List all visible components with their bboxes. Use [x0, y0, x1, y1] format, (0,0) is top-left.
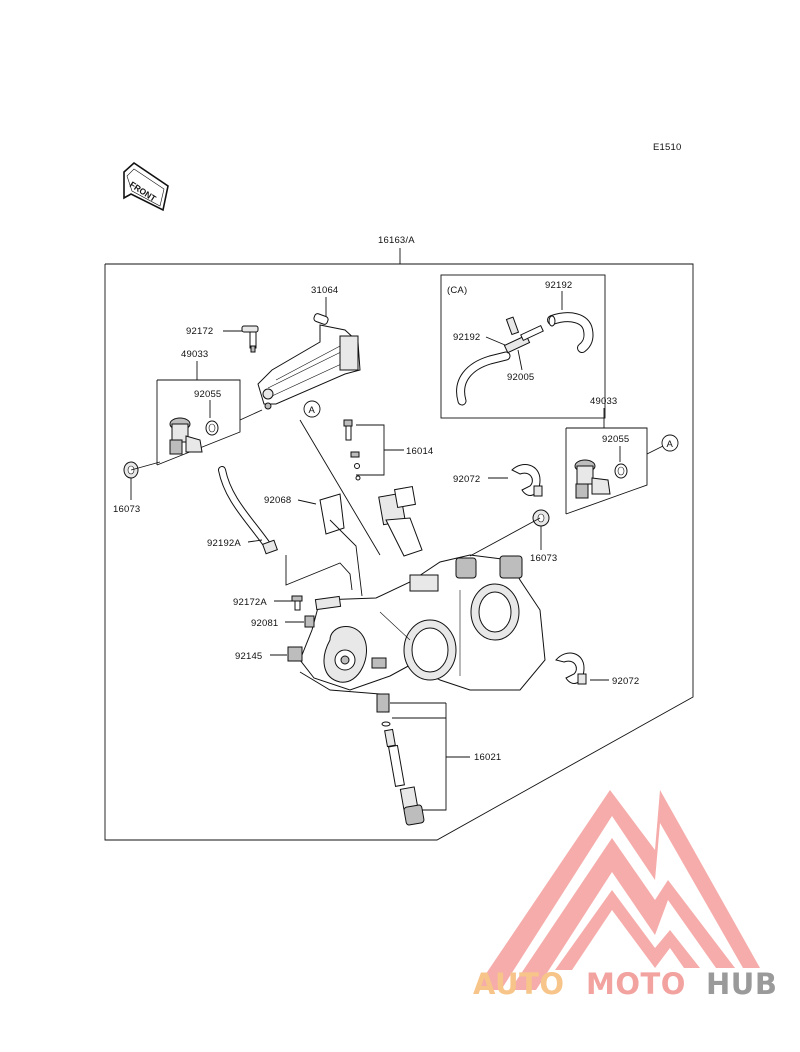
assembly-frame — [104, 263, 694, 841]
svg-text:92068: 92068 — [264, 495, 291, 506]
logo-g-mark — [555, 890, 700, 970]
throttle-body — [299, 554, 546, 691]
brand-word-moto: MOTO — [586, 967, 686, 1001]
screw-16014 — [343, 419, 353, 441]
svg-text:A: A — [667, 439, 674, 450]
svg-text:92192A: 92192A — [207, 538, 241, 549]
inset-label: (CA) — [447, 285, 467, 296]
svg-text:92081: 92081 — [251, 618, 278, 629]
svg-text:16021: 16021 — [474, 752, 501, 763]
svg-text:16014: 16014 — [406, 446, 433, 457]
svg-text:92072: 92072 — [612, 676, 639, 687]
pin-92172 — [241, 325, 259, 353]
svg-text:92172: 92172 — [186, 326, 213, 337]
brand-word-hub: HUB — [706, 967, 777, 1001]
svg-text:92072: 92072 — [453, 474, 480, 485]
svg-text:16073: 16073 — [530, 553, 557, 564]
svg-text:92055: 92055 — [602, 434, 629, 445]
automotohub-logo-icon — [475, 790, 760, 990]
spring-92145 — [287, 646, 303, 662]
svg-text:92055: 92055 — [194, 389, 221, 400]
cap-92068 — [319, 493, 345, 535]
screw-92172A — [291, 595, 303, 611]
brand-word-auto: AUTO — [473, 967, 565, 1001]
connector-body — [378, 485, 423, 557]
svg-text:49033: 49033 — [181, 349, 208, 360]
svg-text:31064: 31064 — [311, 285, 338, 296]
logo-triangle-inner — [510, 838, 735, 990]
logo-triangle-outer — [475, 790, 760, 990]
svg-text:92145: 92145 — [235, 651, 262, 662]
inset-box — [440, 274, 606, 419]
fuel-rail-31064 — [257, 313, 361, 410]
screw-16021 — [384, 728, 425, 826]
o-ring-92055-right — [614, 463, 628, 479]
svg-text:92192: 92192 — [545, 280, 572, 291]
svg-text:92192: 92192 — [453, 332, 480, 343]
assembly-label: 16163/A — [378, 235, 415, 246]
clamp-92072-bottom — [555, 652, 585, 684]
front-arrow-icon: FRONT — [123, 161, 169, 212]
ref-marker-a-right: A — [661, 434, 679, 452]
svg-text:92172A: 92172A — [233, 597, 267, 608]
t-joint-92005 — [503, 316, 544, 354]
sensor-49033-right — [574, 459, 611, 499]
sensor-49033-left — [169, 417, 203, 455]
spring-16014 — [350, 451, 360, 458]
o-ring-92055-left — [205, 420, 219, 436]
spring-92081 — [304, 615, 315, 628]
svg-text:92005: 92005 — [507, 372, 534, 383]
svg-text:49033: 49033 — [590, 396, 617, 407]
clamp-92072-top — [511, 464, 541, 496]
svg-text:A: A — [309, 405, 316, 416]
spring-16021 — [376, 693, 390, 713]
diagram-code: E1510 — [653, 142, 681, 153]
svg-text:16073: 16073 — [113, 504, 140, 515]
ref-marker-a-left: A — [303, 400, 321, 418]
